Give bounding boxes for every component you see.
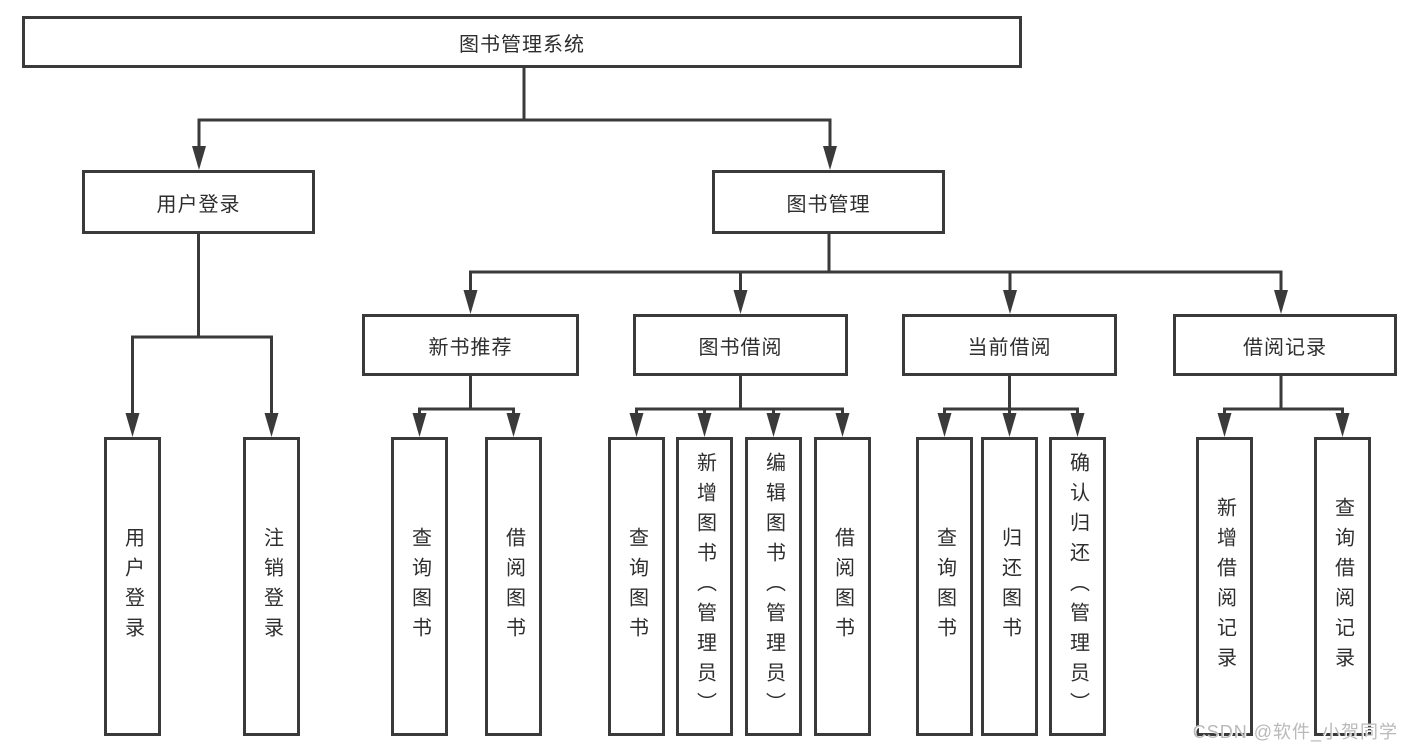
leaf-logout-label: 注销登录	[260, 526, 283, 647]
leaf-newbook-borrow-books: 借阅图书	[485, 437, 542, 736]
leaf-borrow-query-books-label: 查询图书	[625, 526, 648, 647]
leaf-newbook-query-books-label: 查询图书	[408, 526, 431, 647]
node-book-management: 图书管理	[712, 170, 945, 234]
node-current-borrowing: 当前借阅	[902, 314, 1117, 376]
node-new-book-recommend-label: 新书推荐	[428, 336, 513, 359]
leaf-borrow-borrow-books-label: 借阅图书	[831, 526, 854, 647]
leaf-newbook-borrow-books-label: 借阅图书	[502, 526, 525, 647]
node-borrowing-records: 借阅记录	[1173, 314, 1397, 376]
leaf-borrow-add-books-admin: 新增图书（管理员）	[676, 437, 733, 736]
leaf-current-query-books: 查询图书	[916, 437, 973, 736]
leaf-current-return-books-label: 归还图书	[998, 526, 1021, 647]
node-book-borrowing: 图书借阅	[633, 314, 848, 376]
leaf-borrow-borrow-books: 借阅图书	[814, 437, 871, 736]
node-borrowing-records-label: 借阅记录	[1243, 336, 1327, 359]
node-new-book-recommend: 新书推荐	[362, 314, 579, 376]
leaf-newbook-query-books: 查询图书	[391, 437, 448, 736]
leaf-user-login-label: 用户登录	[121, 526, 144, 647]
leaf-current-confirm-return-admin: 确认归还（管理员）	[1049, 437, 1106, 736]
leaf-current-query-books-label: 查询图书	[933, 526, 956, 647]
leaf-records-add-record: 新增借阅记录	[1196, 437, 1253, 736]
leaf-records-query-record-label: 查询借阅记录	[1331, 496, 1354, 677]
leaf-borrow-add-books-admin-label: 新增图书（管理员）	[693, 451, 716, 722]
node-library-system-label: 图书管理系统	[459, 33, 585, 56]
leaf-borrow-edit-books-admin: 编辑图书（管理员）	[745, 437, 802, 736]
watermark: CSDN @软件_小贺同学	[1192, 722, 1398, 742]
leaf-logout: 注销登录	[243, 437, 300, 736]
leaf-records-add-record-label: 新增借阅记录	[1213, 496, 1236, 677]
node-current-borrowing-label: 当前借阅	[967, 336, 1052, 359]
node-user-login-label: 用户登录	[156, 193, 241, 216]
leaf-current-return-books: 归还图书	[981, 437, 1038, 736]
leaf-borrow-query-books: 查询图书	[608, 437, 665, 736]
leaf-current-confirm-return-admin-label: 确认归还（管理员）	[1066, 451, 1089, 722]
leaf-records-query-record: 查询借阅记录	[1314, 437, 1371, 736]
node-user-login: 用户登录	[82, 170, 315, 234]
node-book-borrowing-label: 图书借阅	[698, 336, 783, 359]
leaf-user-login: 用户登录	[104, 437, 161, 736]
node-book-management-label: 图书管理	[786, 193, 871, 216]
node-library-system: 图书管理系统	[22, 16, 1022, 68]
leaf-borrow-edit-books-admin-label: 编辑图书（管理员）	[762, 451, 785, 722]
